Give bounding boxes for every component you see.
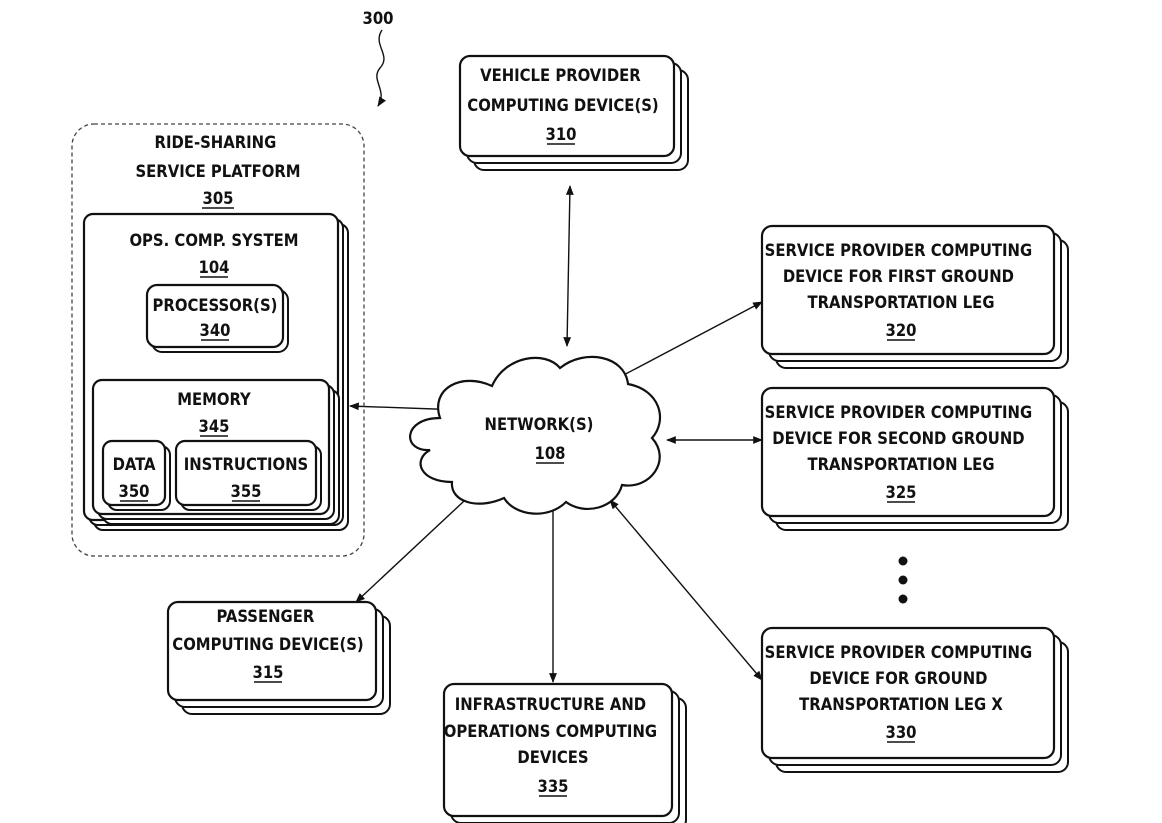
processor-box bbox=[145, 283, 285, 349]
passenger-device: PASSENGER COMPUTING DEVICE(S) 315 bbox=[166, 600, 391, 715]
arrow-network-vehicle-provider bbox=[563, 185, 574, 347]
data-ref: 350 bbox=[119, 482, 150, 501]
network-ref: 108 bbox=[535, 444, 566, 463]
vehicle-provider-box bbox=[458, 54, 676, 158]
infrastructure-devices: INFRASTRUCTURE AND OPERATIONS COMPUTING … bbox=[442, 682, 687, 823]
memory-ref: 345 bbox=[199, 417, 230, 436]
sp-second-leg-device: SERVICE PROVIDER COMPUTING DEVICE FOR SE… bbox=[760, 386, 1069, 531]
ops-system-label: OPS. COMP. SYSTEM bbox=[129, 231, 298, 250]
sp-first-label: SERVICE PROVIDER COMPUTING DEVICE FOR FI… bbox=[765, 241, 1038, 312]
sp-first-box bbox=[760, 224, 1056, 356]
infrastructure-ref: 335 bbox=[538, 777, 569, 796]
data-label: DATA bbox=[113, 455, 156, 474]
passenger-label: PASSENGER COMPUTING DEVICE(S) bbox=[172, 607, 363, 654]
ride-sharing-platform: RIDE-SHARING SERVICE PLATFORM 305 OPS. C… bbox=[71, 123, 365, 557]
data-box bbox=[101, 439, 167, 507]
platform-title: RIDE-SHARING SERVICE PLATFORM bbox=[135, 133, 300, 181]
infrastructure-box bbox=[442, 682, 674, 818]
cloud-shape bbox=[409, 355, 662, 515]
infrastructure-label: INFRASTRUCTURE AND OPERATIONS COMPUTING … bbox=[444, 695, 662, 767]
passenger-ref: 315 bbox=[253, 663, 284, 682]
arrow-network-passenger bbox=[355, 487, 479, 603]
sp-x-label: SERVICE PROVIDER COMPUTING DEVICE FOR GR… bbox=[765, 643, 1038, 714]
vehicle-provider-label: VEHICLE PROVIDER COMPUTING DEVICE(S) bbox=[467, 66, 658, 115]
sp-first-ref: 320 bbox=[886, 321, 917, 340]
memory-label: MEMORY bbox=[177, 390, 251, 409]
processor-ref: 340 bbox=[200, 321, 231, 340]
instructions-label: INSTRUCTIONS bbox=[184, 455, 309, 474]
platform-ref: 305 bbox=[203, 189, 234, 208]
processor-label: PROCESSOR(S) bbox=[153, 296, 278, 315]
instructions-ref: 355 bbox=[231, 482, 262, 501]
arrow-network-sp-first bbox=[617, 301, 763, 379]
passenger-box bbox=[166, 600, 378, 702]
vehicle-provider-device: VEHICLE PROVIDER COMPUTING DEVICE(S) 310 bbox=[458, 54, 689, 171]
figure-ref-label: 300 bbox=[363, 9, 394, 28]
sp-x-box bbox=[760, 626, 1056, 760]
ellipsis-dot bbox=[898, 556, 908, 566]
vehicle-provider-ref: 310 bbox=[546, 125, 577, 144]
instructions-box bbox=[174, 439, 318, 507]
sp-second-label: SERVICE PROVIDER COMPUTING DEVICE FOR SE… bbox=[765, 403, 1038, 474]
figure-ref-leader bbox=[376, 29, 386, 107]
ellipsis-dot bbox=[898, 575, 908, 585]
network-cloud: NETWORK(S) 108 bbox=[409, 355, 662, 515]
ellipsis-dot bbox=[898, 594, 908, 604]
more-devices-ellipsis bbox=[898, 556, 908, 604]
sp-x-ref: 330 bbox=[886, 723, 917, 742]
platform-dashed-boundary bbox=[71, 123, 365, 557]
arrow-network-sp-x bbox=[609, 499, 763, 681]
sp-first-leg-device: SERVICE PROVIDER COMPUTING DEVICE FOR FI… bbox=[760, 224, 1069, 369]
sp-second-box bbox=[760, 386, 1056, 518]
network-label: NETWORK(S) bbox=[485, 415, 594, 434]
sp-second-ref: 325 bbox=[886, 483, 917, 502]
sp-leg-x-device: SERVICE PROVIDER COMPUTING DEVICE FOR GR… bbox=[760, 626, 1069, 773]
ops-system-ref: 104 bbox=[199, 258, 230, 277]
